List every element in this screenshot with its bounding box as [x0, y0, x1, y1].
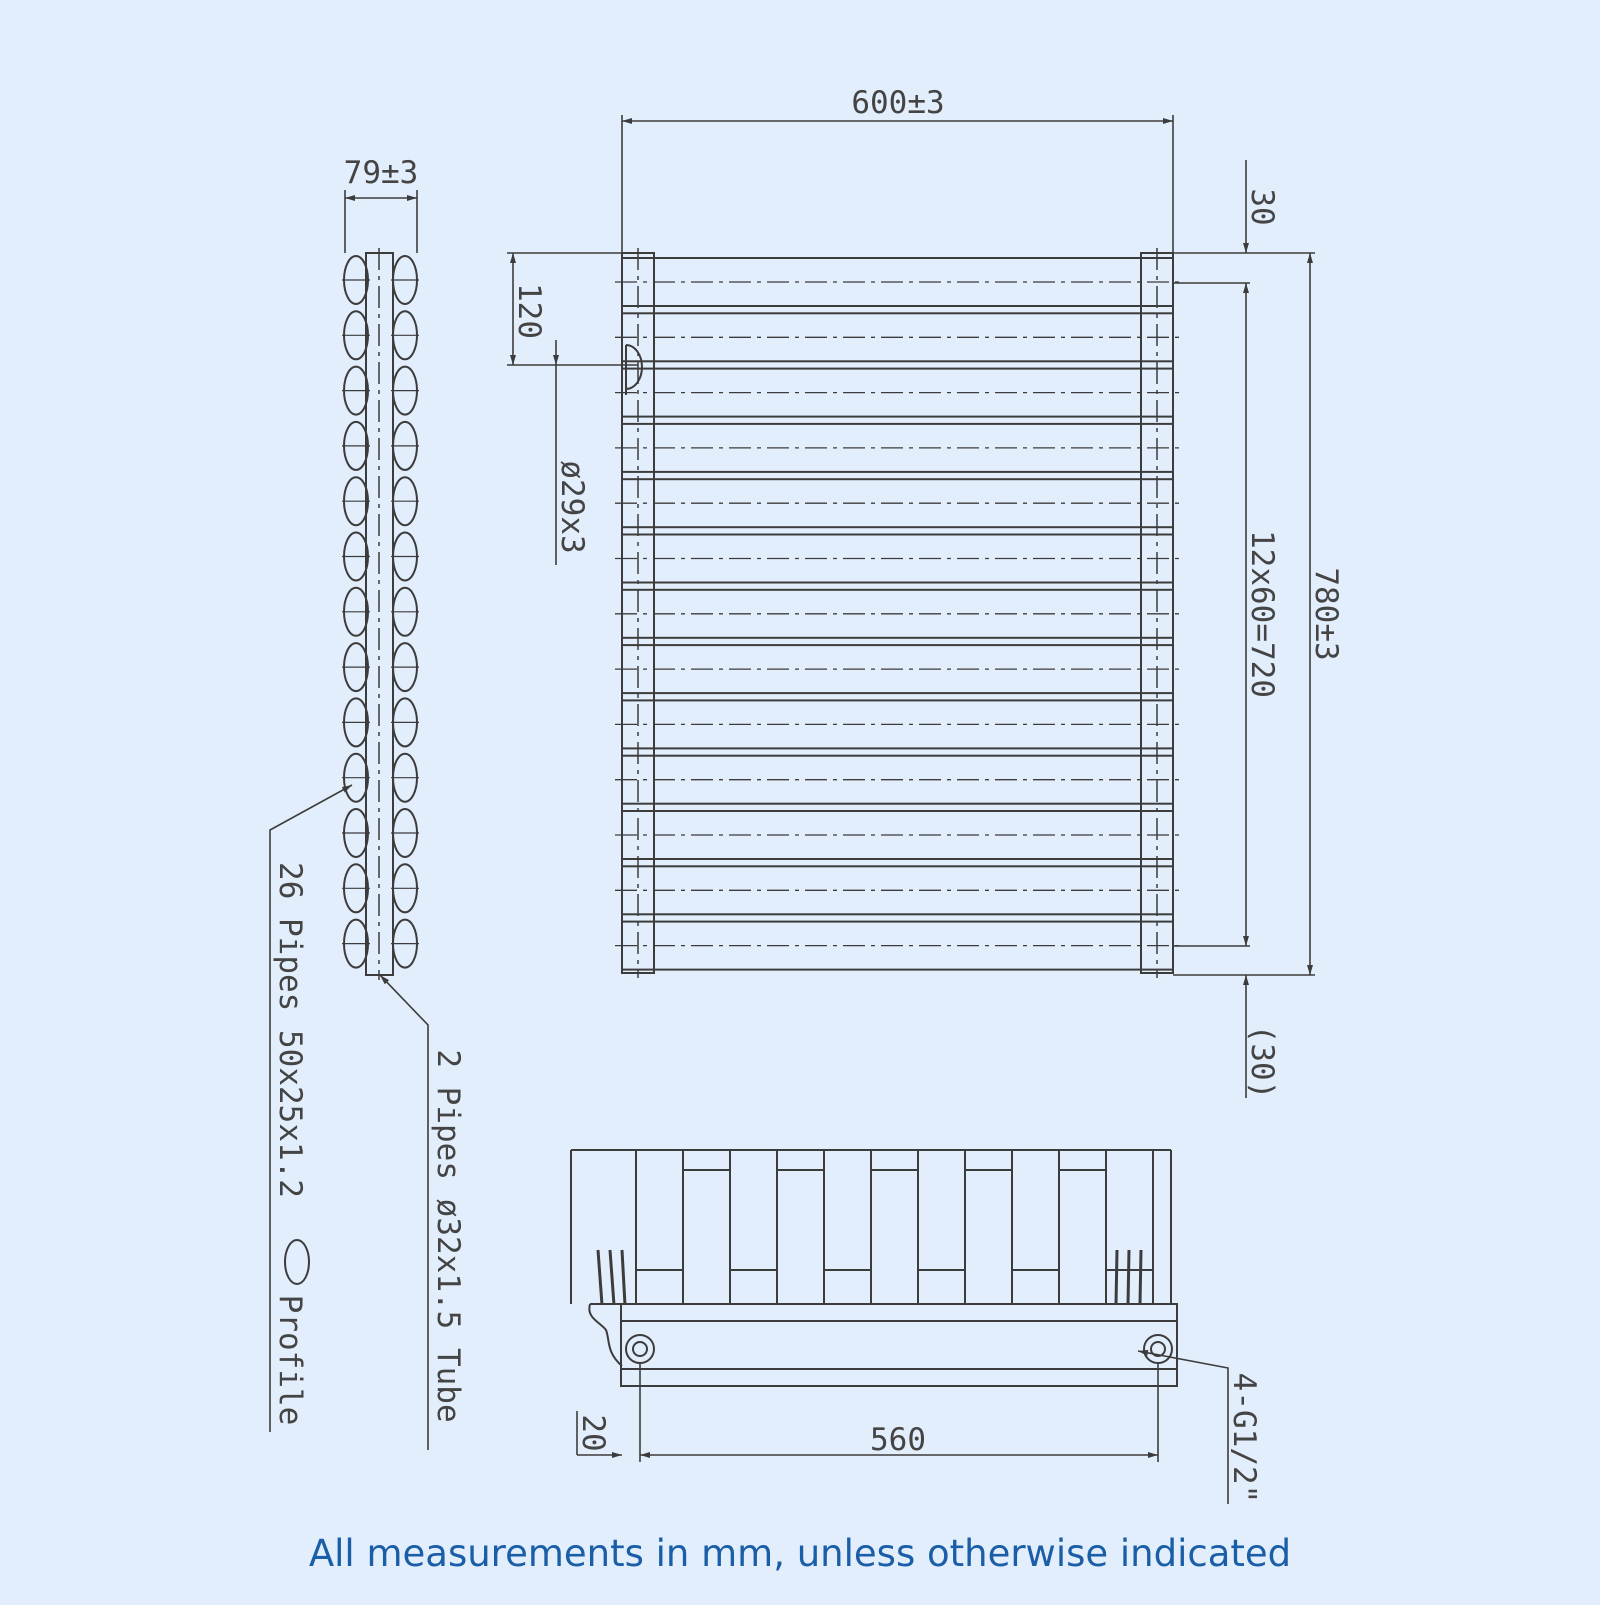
- left-brackets: [596, 1249, 627, 1306]
- plan-rail-bottom: [620, 1368, 1178, 1387]
- pipe-curve: [588, 1303, 623, 1367]
- tube-leader: [379, 974, 429, 1450]
- left-valve-inner: [632, 1341, 648, 1357]
- bottom-offset-label: (30): [1244, 1025, 1280, 1100]
- diameter-label: ø29x3: [554, 460, 590, 553]
- right-brackets: [1114, 1249, 1143, 1306]
- profile-ovals: [342, 255, 419, 969]
- valve-centres-label: 560: [870, 1422, 926, 1458]
- width-label: 600±3: [851, 85, 944, 121]
- offset-120-label: 120: [511, 283, 547, 339]
- footer-note: All measurements in mm, unless otherwise…: [308, 1532, 1292, 1575]
- valve-offset-label: 20: [575, 1414, 611, 1451]
- depth-label: 79±3: [344, 155, 419, 191]
- right-valve-inner: [1150, 1341, 1166, 1357]
- spacing-label: 12x60=720: [1244, 530, 1280, 698]
- right-valve-outer: [1143, 1334, 1173, 1364]
- pipes-callout-suffix: Profile: [272, 1295, 308, 1426]
- plan-pipe-ends: [570, 1150, 1172, 1304]
- height-label: 780±3: [1308, 567, 1344, 660]
- bleed-valve: [625, 344, 643, 395]
- plan-rail-top: [620, 1303, 1178, 1322]
- tube-callout: 2 Pipes ø32x1.5 Tube: [430, 1049, 466, 1422]
- top-offset-label: 30: [1244, 188, 1280, 225]
- left-valve-outer: [625, 1334, 655, 1364]
- horizontal-tubes: [615, 257, 1180, 971]
- oval-profile-icon: [284, 1239, 310, 1285]
- connections-label: 4-G1/2": [1226, 1373, 1262, 1504]
- pipes-leader: [269, 784, 353, 1432]
- pipes-callout: 26 Pipes 50x25x1.2: [272, 862, 308, 1198]
- connections-leader: [1137, 1349, 1229, 1504]
